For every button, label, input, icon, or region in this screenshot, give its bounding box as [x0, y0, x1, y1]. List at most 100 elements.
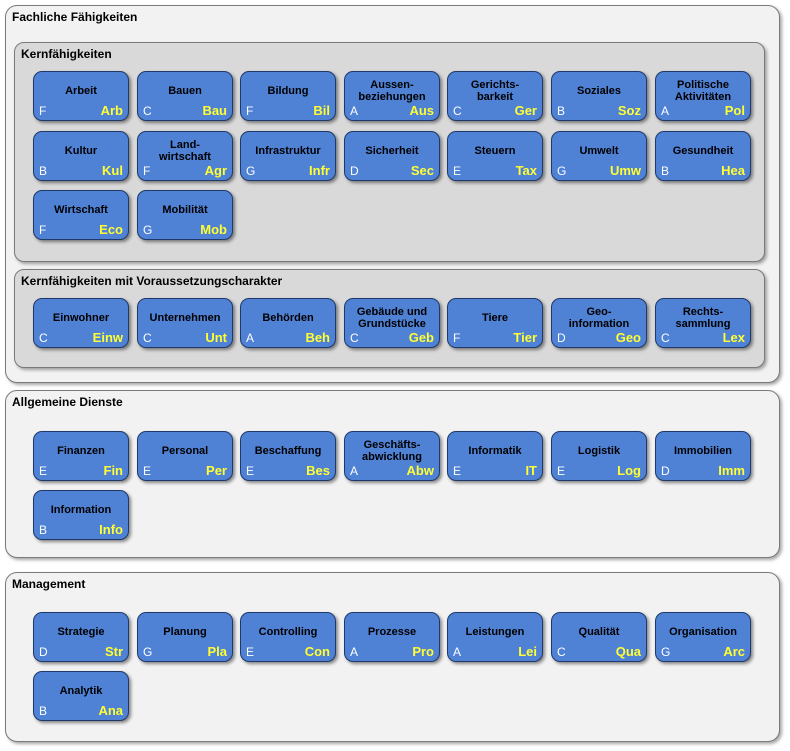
- capability-name: Kultur: [64, 144, 98, 157]
- capability-name: Strategie: [57, 625, 105, 638]
- capability-code: Str: [104, 644, 123, 659]
- capability-name: Tiere: [481, 311, 509, 324]
- capability-level: A: [453, 645, 462, 659]
- section-title: Fachliche Fähigkeiten: [12, 10, 138, 24]
- capability-name: Organisation: [669, 625, 737, 638]
- capability-code: Pla: [207, 644, 227, 659]
- capability-level: B: [39, 704, 48, 718]
- capability-level: D: [557, 331, 566, 345]
- capability-level: C: [143, 104, 152, 118]
- capability-code: Geb: [408, 330, 434, 345]
- capability-level: F: [453, 331, 461, 345]
- capability-level: E: [453, 164, 462, 178]
- capability-code: Infr: [309, 163, 330, 178]
- capability-name: Sicherheit: [365, 144, 419, 157]
- capability-code: Hea: [721, 163, 745, 178]
- capability-level: B: [661, 164, 670, 178]
- capability-name: Gebäude und Grundstücke: [356, 305, 428, 330]
- capability-name: Finanzen: [57, 444, 105, 457]
- capability-name: Qualität: [578, 625, 620, 638]
- capability-code: Bes: [306, 463, 330, 478]
- capability-level: E: [246, 645, 255, 659]
- capability-code: Bau: [202, 103, 227, 118]
- capability-name: Gerichts- barkeit: [470, 78, 520, 103]
- capability-name: Umwelt: [579, 144, 619, 157]
- capability-name: Leistungen: [465, 625, 525, 638]
- capability-level: G: [143, 223, 153, 237]
- capability-code: Abw: [406, 463, 434, 478]
- capability-level: D: [350, 164, 359, 178]
- capability-level: A: [350, 104, 359, 118]
- capability-code: Eco: [99, 222, 123, 237]
- capability-name: Einwohner: [52, 311, 110, 324]
- capability-code: Tier: [513, 330, 537, 345]
- capability-level: G: [661, 645, 671, 659]
- capability-name: Aussen- beziehungen: [358, 78, 426, 103]
- capability-code: Qua: [615, 644, 641, 659]
- capability-code: Arb: [100, 103, 123, 118]
- capability-name: Bildung: [267, 84, 309, 97]
- capability-code: Con: [304, 644, 330, 659]
- capability-code: Bil: [313, 103, 330, 118]
- capability-code: Fin: [103, 463, 124, 478]
- capability-code: Ana: [98, 703, 123, 718]
- capability-code: Agr: [204, 163, 227, 178]
- section-title: Management: [12, 577, 86, 591]
- capability-name: Bauen: [168, 84, 202, 97]
- capability-level: G: [557, 164, 567, 178]
- capability-level: C: [350, 331, 359, 345]
- capability-level: G: [143, 645, 153, 659]
- capability-level: E: [143, 464, 152, 478]
- capability-level: F: [143, 164, 151, 178]
- capability-level: F: [39, 104, 47, 118]
- capability-level: G: [246, 164, 256, 178]
- capability-name: Infrastruktur: [255, 144, 321, 157]
- capability-name: Gesundheit: [672, 144, 734, 157]
- capability-level: F: [39, 223, 47, 237]
- capability-name: Geo- information: [568, 305, 630, 330]
- capability-name: Steuern: [474, 144, 516, 157]
- capability-level: C: [39, 331, 48, 345]
- capability-level: A: [350, 464, 359, 478]
- capability-code: Kul: [102, 163, 123, 178]
